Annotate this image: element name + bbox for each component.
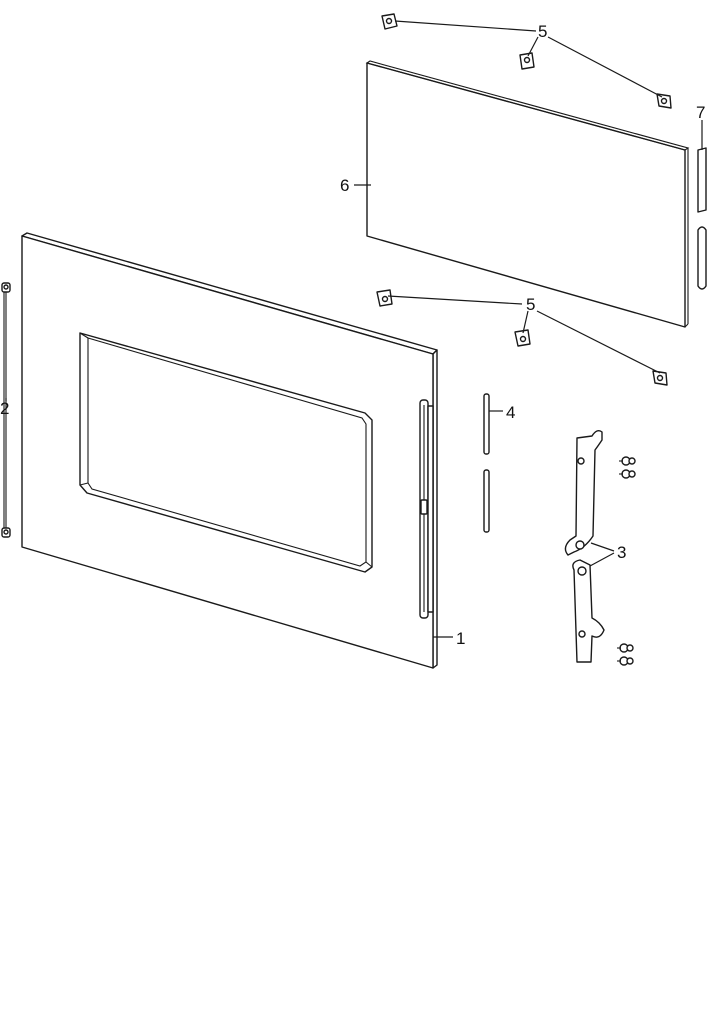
clips-top — [381, 13, 672, 109]
seal-strips — [697, 147, 707, 290]
glass-pane — [365, 60, 690, 328]
screw — [619, 456, 636, 466]
hinge-upper — [564, 429, 603, 556]
hinge-lower — [572, 559, 605, 663]
screw — [617, 656, 634, 666]
callout-3: 3 — [617, 543, 626, 562]
rods — [483, 393, 490, 533]
door-bar — [1, 282, 11, 538]
clip — [519, 52, 535, 70]
screw — [617, 643, 634, 653]
door-handle-channel — [419, 399, 434, 619]
callout-5-bottom: 5 — [526, 295, 535, 314]
clips-bottom — [376, 289, 668, 386]
clip — [376, 289, 393, 307]
screw — [619, 469, 636, 479]
callout-2: 2 — [0, 399, 9, 418]
callout-7: 7 — [696, 103, 705, 122]
callout-6: 6 — [340, 176, 349, 195]
clip — [381, 13, 398, 30]
callout-4: 4 — [506, 403, 515, 422]
leader-lines — [5, 20, 703, 638]
callout-1: 1 — [456, 629, 465, 648]
screws — [617, 456, 636, 666]
clip — [656, 93, 672, 109]
door-panel — [21, 232, 438, 669]
callout-labels: 1 2 3 4 5 5 6 7 — [0, 22, 705, 648]
clip — [652, 370, 668, 386]
clip — [514, 329, 531, 347]
callout-5-top: 5 — [538, 22, 547, 41]
